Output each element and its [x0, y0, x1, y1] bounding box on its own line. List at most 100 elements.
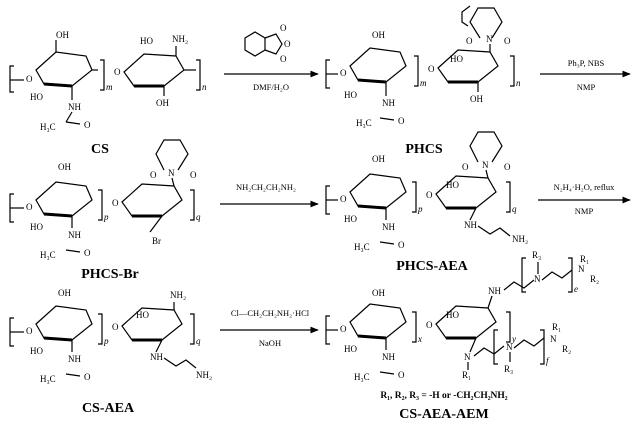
nh-label: NH: [68, 230, 81, 240]
nh-label: NH: [382, 98, 395, 108]
nh2-label: NH₂: [512, 234, 528, 244]
o-atom: O: [284, 39, 291, 49]
subscript-n: n: [516, 78, 521, 88]
reaction-5-below: NaOH: [259, 338, 281, 348]
o-atom: O: [466, 36, 473, 46]
n-atom: N: [486, 34, 493, 44]
cs-structure: O OH HO NH H₃C O m O NH₂ HO OH n: [9, 30, 207, 132]
reaction-2-above: Ph₃P, NBS: [568, 58, 605, 68]
o-atom: O: [504, 36, 511, 46]
o-atom: O: [280, 54, 287, 64]
cs-aea-structure: O OH HO NH H₃C O p O HO NH₂ NH NH₂ q: [9, 288, 212, 384]
oh-label: OH: [470, 94, 483, 104]
nh2-label: NH₂: [170, 290, 186, 300]
ho-label: HO: [344, 344, 357, 354]
ho-label: HO: [140, 36, 153, 46]
nh-label: NH: [150, 352, 163, 362]
cs-aea-aem-structure: O OH HO NH H₃C O x O HO y NH N R₃ e N R₁…: [325, 250, 599, 382]
h3c-label: H₃C: [40, 374, 56, 384]
o-atom: O: [84, 248, 91, 258]
reaction-5-above: Cl—CH₂CH₂NH₂·HCl: [231, 308, 310, 318]
n-atom: N: [464, 352, 471, 362]
phcs-aea-structure: O OH HO NH H₃C O p O HO NH NH₂ N O O q: [325, 131, 528, 252]
ho-label: HO: [30, 346, 43, 356]
subscript-x: x: [417, 334, 422, 344]
compound-label-phcs: PHCS: [405, 142, 443, 157]
o-atom: O: [26, 202, 33, 212]
o-atom: O: [150, 170, 157, 180]
nh-label: NH: [382, 222, 395, 232]
reaction-4-above: N₂H₄·H₂O, reflux: [554, 182, 616, 192]
phcs-br-structure: O OH HO NH H₃C O p O Br N O O q: [9, 139, 201, 260]
compound-label-cs-aea-aem: CS-AEA-AEM: [399, 407, 488, 422]
compound-label-phcs-br: PHCS-Br: [81, 267, 139, 282]
nh2-label: NH₂: [172, 34, 188, 44]
compound-label-cs-aea: CS-AEA: [82, 401, 135, 416]
reaction-1-below: DMF/H₂O: [253, 82, 289, 92]
n-atom: N: [550, 334, 557, 344]
subscript-e: e: [574, 284, 578, 294]
r1-label: R₁: [552, 322, 561, 332]
nh-label: NH: [382, 352, 395, 362]
compound-label-phcs-aea: PHCS-AEA: [396, 259, 468, 274]
o-atom: O: [190, 170, 197, 180]
h3c-label: H₃C: [40, 250, 56, 260]
o-atom: O: [398, 240, 405, 250]
o-atom: O: [112, 198, 119, 208]
br-label: Br: [152, 236, 161, 246]
r2-label: R₂: [590, 274, 599, 284]
r1-label: R₁: [462, 370, 471, 380]
o-atom: O: [398, 116, 405, 126]
ho-label: HO: [136, 310, 149, 320]
phcs-structure: O OH HO NH H₃C O m O HO OH N O O n: [325, 5, 521, 128]
r1-label: R₁: [580, 254, 589, 264]
ho-label: HO: [450, 54, 463, 64]
o-atom: O: [114, 67, 121, 77]
o-atom: O: [26, 74, 33, 84]
oh-label: OH: [372, 30, 385, 40]
oh-label: OH: [372, 154, 385, 164]
substituent-note: R₁, R₂, R₃ = -H or -CH₂CH₂NH₂: [380, 391, 507, 401]
subscript-f: f: [546, 356, 550, 366]
o-atom: O: [280, 23, 287, 33]
o-atom: O: [340, 324, 347, 334]
n-atom: N: [482, 160, 489, 170]
o-atom: O: [426, 320, 433, 330]
reaction-4-below: NMP: [575, 206, 594, 216]
o-atom: O: [340, 68, 347, 78]
ho-label: HO: [344, 214, 357, 224]
subscript-m: m: [420, 78, 427, 88]
subscript-q: q: [196, 336, 201, 346]
n-atom: N: [168, 168, 175, 178]
n-atom: N: [534, 274, 541, 284]
o-atom: O: [84, 120, 91, 130]
nh-label: NH: [488, 286, 501, 296]
subscript-q: q: [512, 204, 517, 214]
ho-label: HO: [446, 180, 459, 190]
o-atom: O: [26, 326, 33, 336]
subscript-y: y: [511, 334, 516, 344]
o-atom: O: [84, 372, 91, 382]
subscript-p: p: [103, 212, 109, 222]
r2-label: R₂: [562, 344, 571, 354]
ho-label: HO: [30, 92, 43, 102]
nh2-label: NH₂: [196, 370, 212, 380]
subscript-m: m: [106, 82, 113, 92]
reaction-2-below: NMP: [577, 82, 596, 92]
n-atom: N: [506, 342, 513, 352]
h3c-label: H₃C: [354, 242, 370, 252]
subscript-q: q: [196, 212, 201, 222]
o-atom: O: [426, 190, 433, 200]
o-atom: O: [340, 194, 347, 204]
subscript-n: n: [202, 82, 207, 92]
oh-label: OH: [156, 98, 169, 108]
h3c-label: H₃C: [40, 122, 56, 132]
o-atom: O: [504, 162, 511, 172]
oh-label: OH: [58, 162, 71, 172]
oh-label: OH: [372, 288, 385, 298]
phthalic-anhydride: O O O: [244, 23, 291, 64]
o-atom: O: [398, 370, 405, 380]
o-atom: O: [462, 162, 469, 172]
o-atom: O: [428, 64, 435, 74]
ho-label: HO: [446, 310, 459, 320]
